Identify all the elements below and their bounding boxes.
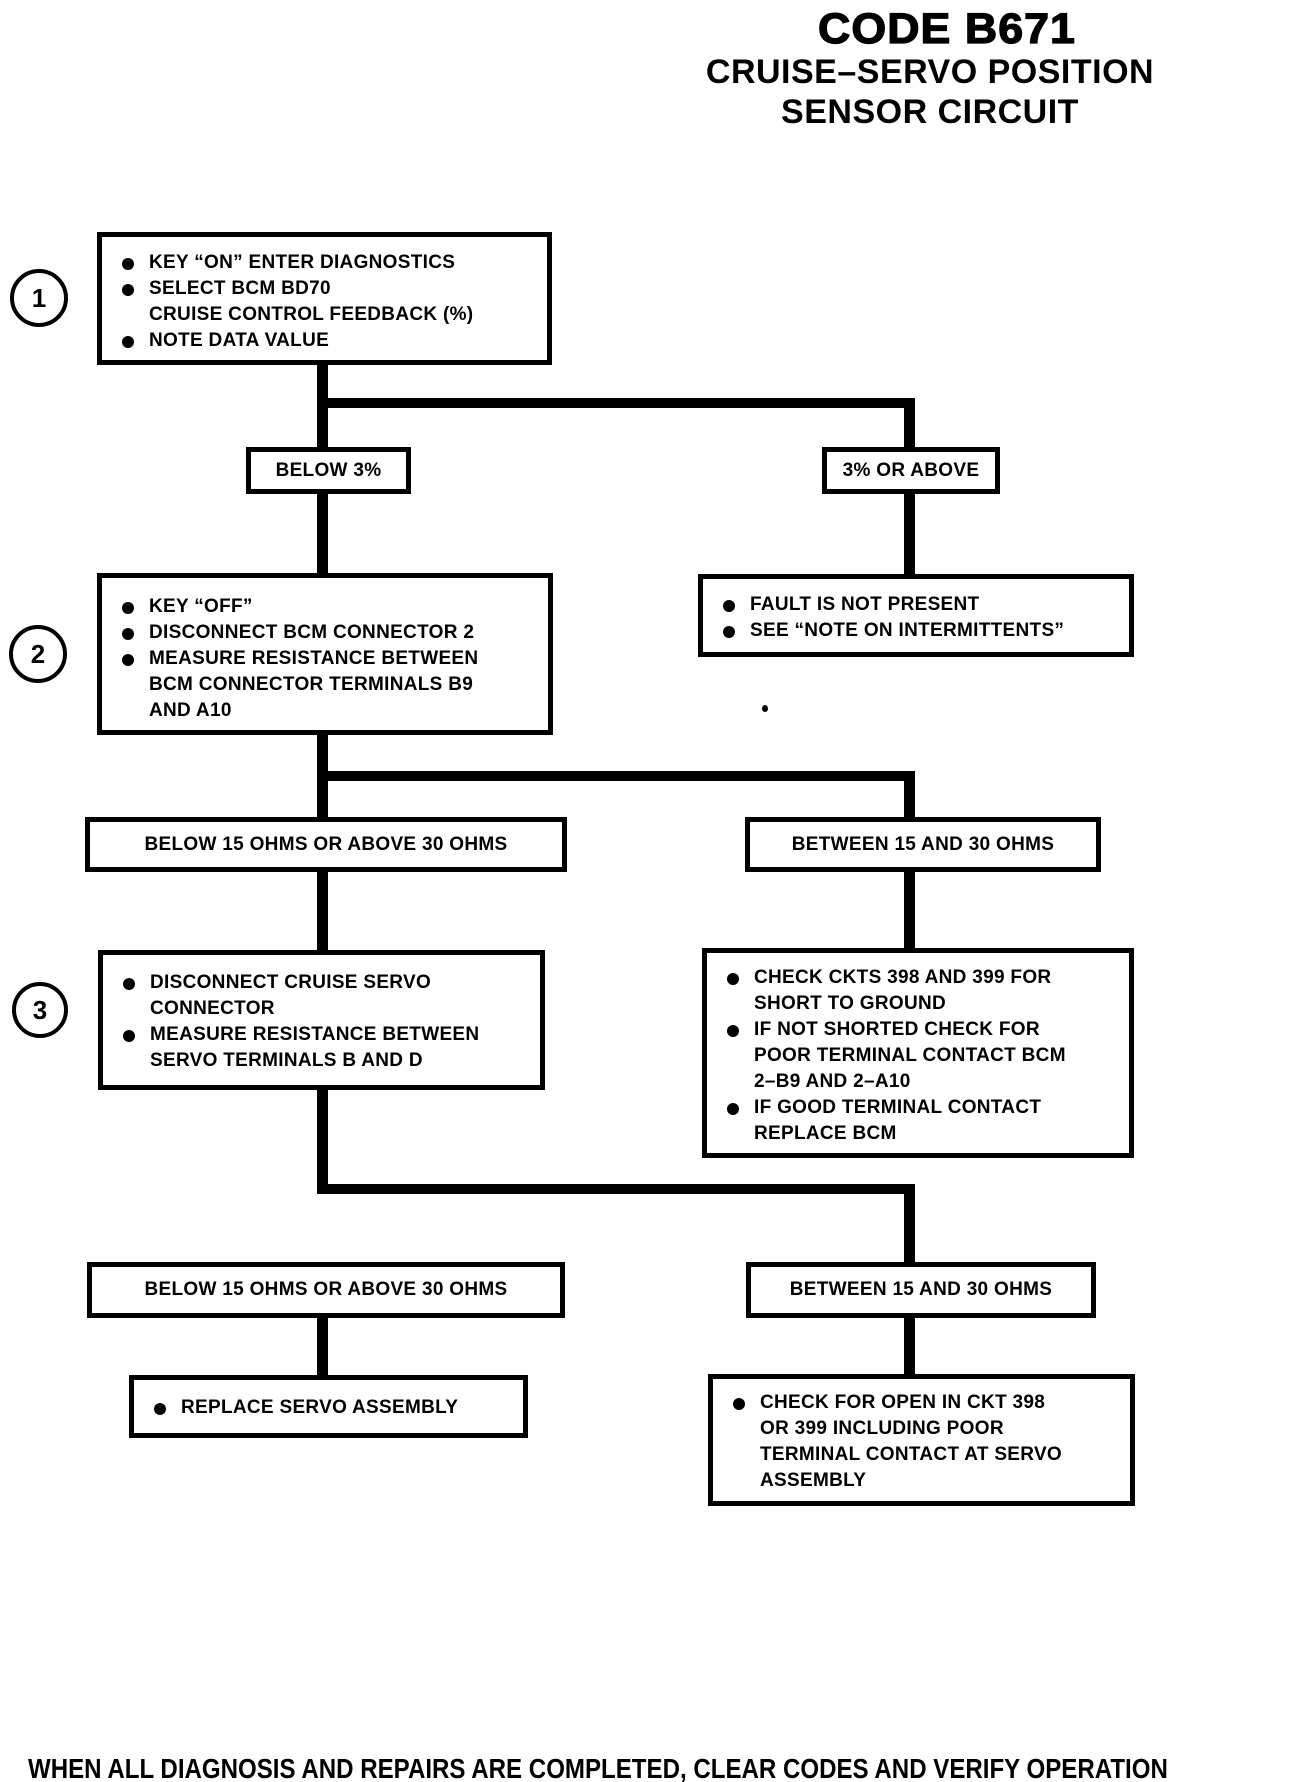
bullet-icon (723, 600, 735, 612)
connector-v-below3-to-step2 (317, 492, 328, 575)
connector-v-branch3-to-open (904, 1316, 915, 1376)
page-title-code: CODE B671 (817, 5, 1076, 53)
bullet-text: DISCONNECT BCM CONNECTOR 2 (149, 622, 475, 643)
connector-v-branch2-to-step3 (317, 870, 328, 952)
step1-action-box: KEY “ON” ENTER DIAGNOSTICS SELECT BCM BD… (97, 232, 552, 365)
check-short-to-ground-box: CHECK CKTS 398 AND 399 FOR SHORT TO GROU… (702, 948, 1134, 1158)
bullet-item: CHECK CKTS 398 AND 399 FOR SHORT TO GROU… (727, 965, 1117, 1017)
bullet-icon (154, 1403, 166, 1415)
connector-h-level1 (317, 398, 915, 408)
decision-3pct-or-above: 3% OR ABOVE (822, 447, 1000, 494)
bullet-icon (122, 258, 134, 270)
bullet-item: CHECK FOR OPEN IN CKT 398 OR 399 INCLUDI… (733, 1390, 1118, 1494)
bullet-text: REPLACE SERVO ASSEMBLY (181, 1397, 459, 1418)
bullet-text: MEASURE RESISTANCE BETWEEN BCM CONNECTOR… (149, 648, 479, 721)
bullet-text: FAULT IS NOT PRESENT (750, 594, 980, 615)
check-open-circuit-box: CHECK FOR OPEN IN CKT 398 OR 399 INCLUDI… (708, 1374, 1135, 1506)
decision-between-15-30-ohms-1: BETWEEN 15 AND 30 OHMS (745, 817, 1101, 872)
bullet-icon (727, 1025, 739, 1037)
bullet-item: MEASURE RESISTANCE BETWEEN BCM CONNECTOR… (122, 646, 536, 724)
bullet-text: SELECT BCM BD70 CRUISE CONTROL FEEDBACK … (149, 278, 474, 325)
bullet-icon (723, 626, 735, 638)
bullet-text: KEY “ON” ENTER DIAGNOSTICS (149, 252, 456, 273)
bullet-text: MEASURE RESISTANCE BETWEEN SERVO TERMINA… (150, 1024, 480, 1071)
scan-artifact-dot (762, 705, 768, 712)
bullet-icon (122, 654, 134, 666)
bullet-item: FAULT IS NOT PRESENT (723, 592, 1117, 618)
bullet-text: NOTE DATA VALUE (149, 330, 330, 351)
bullet-icon (122, 602, 134, 614)
decision-below-3pct: BELOW 3% (246, 447, 411, 494)
connector-v-level2-right (904, 773, 915, 819)
step2-action-box: KEY “OFF” DISCONNECT BCM CONNECTOR 2 MEA… (97, 573, 553, 735)
footer-note: WHEN ALL DIAGNOSIS AND REPAIRS ARE COMPL… (28, 1753, 1168, 1782)
bullet-item: KEY “ON” ENTER DIAGNOSTICS (122, 250, 535, 276)
connector-h-level3 (317, 1184, 915, 1194)
bullet-item: NOTE DATA VALUE (122, 328, 535, 354)
bullet-text: CHECK FOR OPEN IN CKT 398 OR 399 INCLUDI… (760, 1392, 1062, 1491)
bullet-icon (123, 1030, 135, 1042)
bullet-icon (727, 973, 739, 985)
bullet-item: MEASURE RESISTANCE BETWEEN SERVO TERMINA… (123, 1022, 528, 1074)
bullet-icon (122, 336, 134, 348)
connector-v-step3-down (317, 1088, 328, 1194)
bullet-text: KEY “OFF” (149, 596, 253, 617)
bullet-icon (733, 1398, 745, 1410)
connector-v-level1-right (904, 400, 915, 447)
bullet-icon (123, 978, 135, 990)
step1-number-badge: 1 (10, 269, 68, 327)
bullet-item: IF GOOD TERMINAL CONTACT REPLACE BCM (727, 1095, 1117, 1147)
bullet-text: DISCONNECT CRUISE SERVO CONNECTOR (150, 972, 432, 1019)
bullet-item: SELECT BCM BD70 CRUISE CONTROL FEEDBACK … (122, 276, 535, 328)
bullet-item: KEY “OFF” (122, 594, 536, 620)
bullet-item: IF NOT SHORTED CHECK FOR POOR TERMINAL C… (727, 1017, 1117, 1095)
step3-number-badge: 3 (12, 982, 68, 1038)
connector-h-level2 (317, 771, 915, 781)
bullet-text: IF NOT SHORTED CHECK FOR POOR TERMINAL C… (754, 1019, 1066, 1092)
decision-between-15-30-ohms-2: BETWEEN 15 AND 30 OHMS (746, 1262, 1096, 1318)
step3-action-box: DISCONNECT CRUISE SERVO CONNECTOR MEASUR… (98, 950, 545, 1090)
bullet-text: SEE “NOTE ON INTERMITTENTS” (750, 620, 1065, 641)
decision-below15-above30-ohms-2: BELOW 15 OHMS OR ABOVE 30 OHMS (87, 1262, 565, 1318)
fault-not-present-box: FAULT IS NOT PRESENT SEE “NOTE ON INTERM… (698, 574, 1134, 657)
decision-below15-above30-ohms-1: BELOW 15 OHMS OR ABOVE 30 OHMS (85, 817, 567, 872)
bullet-text: IF GOOD TERMINAL CONTACT REPLACE BCM (754, 1097, 1042, 1144)
connector-v-level3-right (904, 1186, 915, 1264)
bullet-icon (727, 1103, 739, 1115)
bullet-item: DISCONNECT CRUISE SERVO CONNECTOR (123, 970, 528, 1022)
bullet-item: REPLACE SERVO ASSEMBLY (154, 1395, 511, 1421)
step2-number-badge: 2 (9, 625, 67, 683)
connector-v-branch2-to-check (904, 870, 915, 950)
bullet-text: CHECK CKTS 398 AND 399 FOR SHORT TO GROU… (754, 967, 1052, 1014)
bullet-item: DISCONNECT BCM CONNECTOR 2 (122, 620, 536, 646)
bullet-item: SEE “NOTE ON INTERMITTENTS” (723, 618, 1117, 644)
connector-v-branch3-to-replace (317, 1316, 328, 1377)
page-title-sub2: SENSOR CIRCUIT (781, 93, 1079, 131)
replace-servo-assembly-box: REPLACE SERVO ASSEMBLY (129, 1375, 528, 1438)
page-title-sub1: CRUISE–SERVO POSITION (705, 53, 1155, 91)
title-block: CODE B671 CRUISE–SERVO POSITION SENSOR C… (580, 5, 1280, 132)
bullet-icon (122, 628, 134, 640)
connector-v-above3-to-fault (904, 492, 915, 576)
bullet-icon (122, 284, 134, 296)
